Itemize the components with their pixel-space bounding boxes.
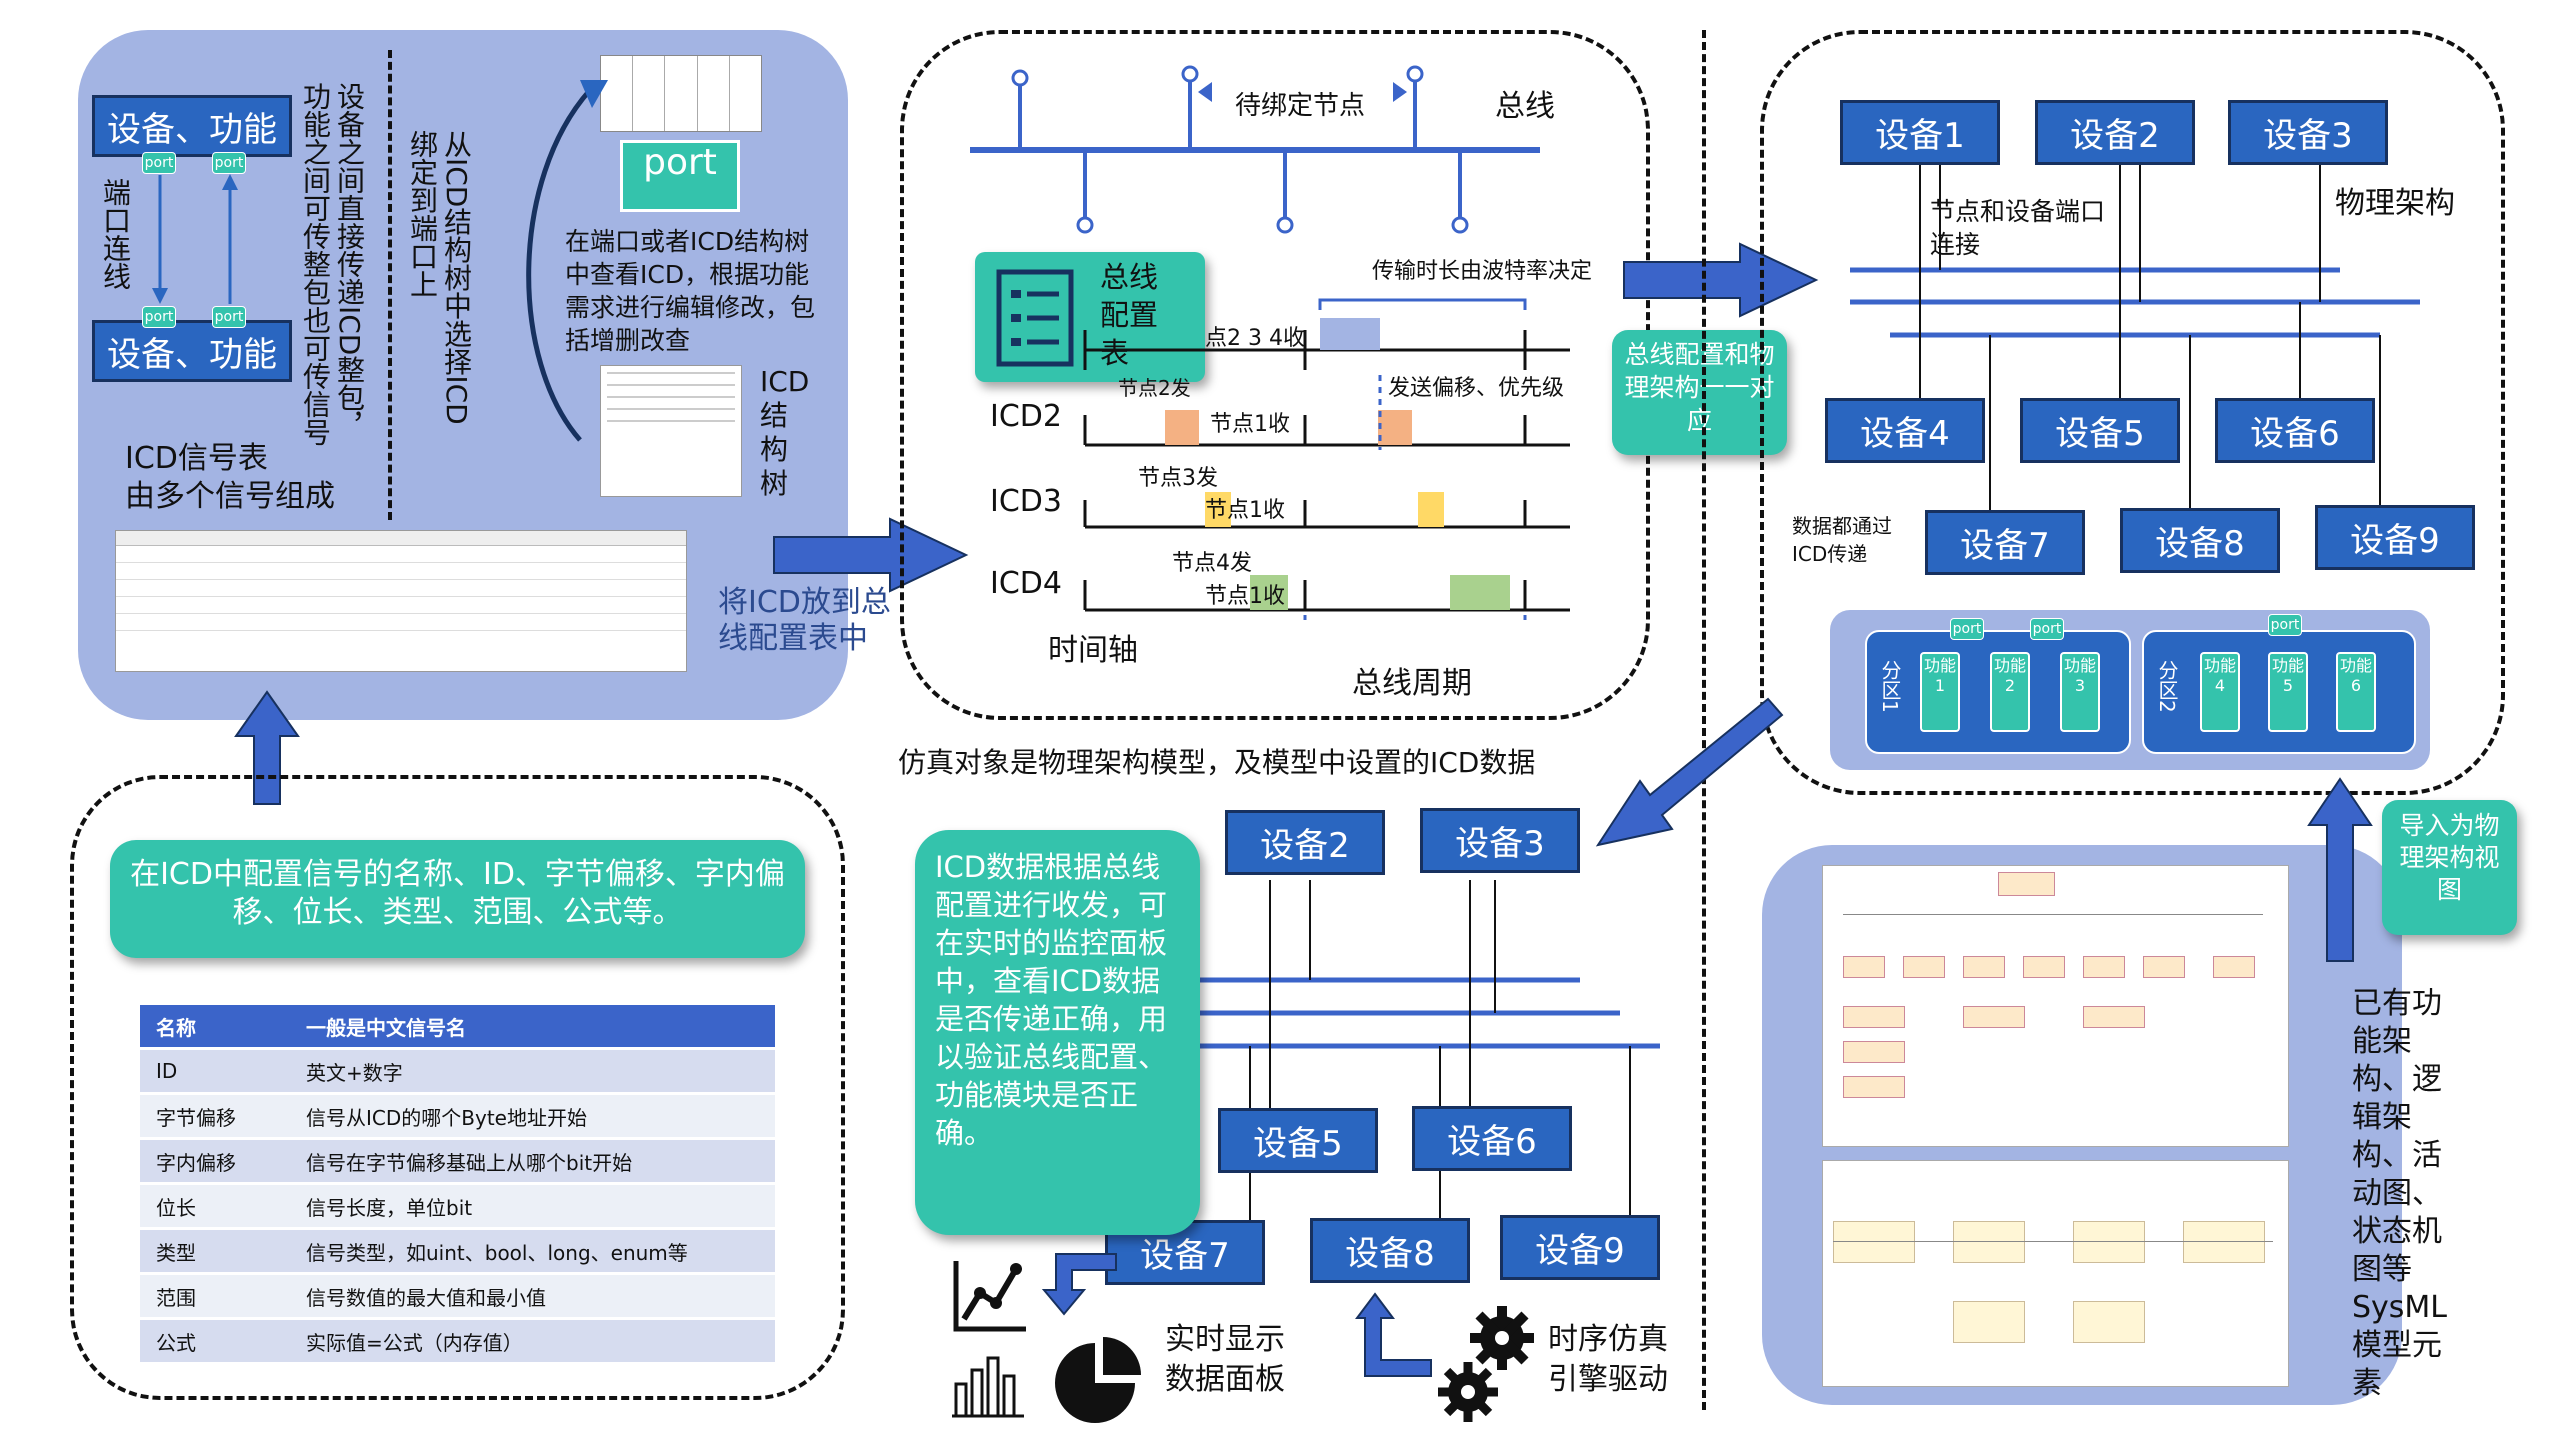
icd4-label: ICD4 (990, 566, 1062, 601)
node1-recv-label: 节点1收 (1210, 412, 1290, 437)
sysml-diagram-thumbnail-1 (1822, 865, 2289, 1147)
mapping-bubble: 总线配置和物理架构一一对应 (1612, 330, 1787, 455)
function-cell[interactable]: 功能1 (1920, 652, 1960, 732)
sim-device[interactable]: 设备3 (1420, 808, 1580, 873)
up-arrow (234, 690, 300, 805)
node2-send-label: 节点2发 (1118, 376, 1191, 400)
port-tag[interactable]: port (142, 152, 176, 174)
bind-icd-text: 从ICD结构树中选择ICD绑定到端口上 (406, 130, 473, 425)
port-connect-label: 端口连线 (99, 178, 132, 290)
physical-arch-panel (1760, 30, 2505, 795)
port-tag[interactable]: port (2030, 618, 2064, 640)
data-via-icd-label: 数据都通过ICD传递 (1792, 514, 1892, 566)
icd-tree-thumbnail (600, 365, 742, 497)
physical-device[interactable]: 设备6 (2215, 398, 2375, 463)
sim-device[interactable]: 设备2 (1225, 810, 1385, 875)
put-icd-label: 将ICD放到总线配置表中 (718, 585, 891, 656)
port-tag[interactable]: port (2268, 614, 2302, 636)
pending-node-label: 待绑定节点 (1235, 91, 1366, 121)
partition-2-label: 分区2 (2155, 660, 2179, 713)
physical-device[interactable]: 设备1 (1840, 100, 2000, 165)
line-chart-icon (953, 1261, 1026, 1332)
physical-device[interactable]: 设备4 (1825, 398, 1985, 463)
icd-tree-label: ICD结构树 (760, 365, 810, 500)
signal-config-bubble: 在ICD中配置信号的名称、ID、字节偏移、字内偏移、位长、类型、范围、公式等。 (110, 840, 805, 958)
physical-arch-label: 物理架构 (2335, 186, 2455, 221)
up-left-arrow (1355, 1292, 1432, 1377)
device-function-box-top[interactable]: 设备、功能 (92, 95, 292, 157)
port-arrows (152, 174, 238, 304)
import-bubble: 导入为物理架构视图 (2382, 800, 2517, 935)
sysml-elements-text: 已有功能架构、逻辑架构、活动图、状态机图等SysML模型元素 (2352, 986, 2448, 1401)
function-cell[interactable]: 功能4 (2200, 652, 2240, 732)
sim-device[interactable]: 设备9 (1500, 1215, 1660, 1280)
port-big-box[interactable]: port (620, 140, 740, 212)
physical-device[interactable]: 设备9 (2315, 505, 2475, 570)
bus-label: 总线 (1495, 89, 1555, 124)
view-icd-text: 在端口或者ICD结构树中查看ICD，根据功能需求进行编辑修改，包括增删改查 (565, 227, 816, 355)
port-tag[interactable]: port (1950, 618, 1984, 640)
table-icon (996, 269, 1074, 367)
physical-device[interactable]: 设备5 (2020, 398, 2180, 463)
device-desc-text: 设备之间直接传递ICD整包，功能之间可传整包也可传信号 (299, 82, 366, 446)
signal-config-panel (70, 775, 845, 1400)
timing-engine-label: 时序仿真引擎驱动 (1548, 1322, 1668, 1397)
bar-chart-icon (952, 1356, 1024, 1418)
bus-cycle-label: 总线周期 (1352, 666, 1472, 701)
node3-send-label: 节点3发 (1138, 466, 1218, 491)
port-tag[interactable]: port (142, 306, 176, 328)
icd2-label: ICD2 (990, 399, 1062, 434)
bus-config-table-label: 总线配置表 (1100, 260, 1159, 370)
sim-bus-lines (1200, 880, 1660, 1220)
gears-icon (1438, 1306, 1534, 1422)
icd3-label: ICD3 (990, 484, 1062, 519)
physical-device[interactable]: 设备7 (1925, 510, 2085, 575)
port-tag[interactable]: port (212, 152, 246, 174)
physical-device[interactable]: 设备2 (2035, 100, 2195, 165)
sim-device[interactable]: 设备6 (1412, 1106, 1572, 1171)
realtime-panel-label: 实时显示数据面板 (1165, 1322, 1285, 1397)
function-cell[interactable]: 功能5 (2268, 652, 2308, 732)
right-arrow-put-icd (773, 517, 969, 593)
time-axis-label: 时间轴 (1048, 633, 1138, 668)
right-arrow-to-physical (1623, 242, 1819, 318)
down-left-small-arrow (1041, 1253, 1117, 1316)
node4-send-label: 节点4发 (1172, 551, 1252, 576)
node-device-label: 节点和设备端口连接 (1930, 197, 2106, 259)
sim-device[interactable]: 设备8 (1310, 1218, 1470, 1283)
send-offset-label: 发送偏移、优先级 (1388, 376, 1565, 401)
pie-chart-icon (1055, 1337, 1141, 1423)
function-cell[interactable]: 功能2 (1990, 652, 2030, 732)
node1-recv-label: 节点1收 (1205, 584, 1285, 609)
sim-bubble: ICD数据根据总线配置进行收发，可在实时的监控面板中，查看ICD数据是否传递正确… (915, 830, 1200, 1235)
sim-device[interactable]: 设备5 (1218, 1108, 1378, 1173)
divider-line (388, 50, 392, 520)
physical-device[interactable]: 设备3 (2228, 100, 2388, 165)
up-arrow-import (2307, 777, 2373, 962)
port-tag[interactable]: port (212, 306, 246, 328)
bus-diagram (970, 65, 1540, 234)
node234-label: 点2 3 4收 (1205, 326, 1305, 351)
partition-1-label: 分区1 (1878, 660, 1902, 713)
sysml-diagram-thumbnail-2 (1822, 1160, 2289, 1387)
down-left-arrow (1595, 697, 1784, 847)
icd-signal-table-label: ICD信号表 由多个信号组成 (125, 441, 335, 514)
icd-tabs-thumbnail (600, 55, 762, 132)
function-cell[interactable]: 功能3 (2060, 652, 2100, 732)
tx-duration-label: 传输时长由波特率决定 (1372, 259, 1593, 284)
curve-arrow (526, 80, 608, 442)
physical-device[interactable]: 设备8 (2120, 508, 2280, 573)
physical-bus-lines (1850, 150, 2420, 520)
node1-recv-label: 节点1收 (1205, 498, 1285, 523)
timeline (1083, 298, 1570, 620)
sim-title: 仿真对象是物理架构模型，及模型中设置的ICD数据 (898, 746, 1536, 779)
function-cell[interactable]: 功能6 (2336, 652, 2376, 732)
device-function-box-bottom[interactable]: 设备、功能 (92, 320, 292, 382)
icd-signal-table-thumbnail (115, 530, 687, 672)
vertical-divider (1702, 30, 1706, 1410)
